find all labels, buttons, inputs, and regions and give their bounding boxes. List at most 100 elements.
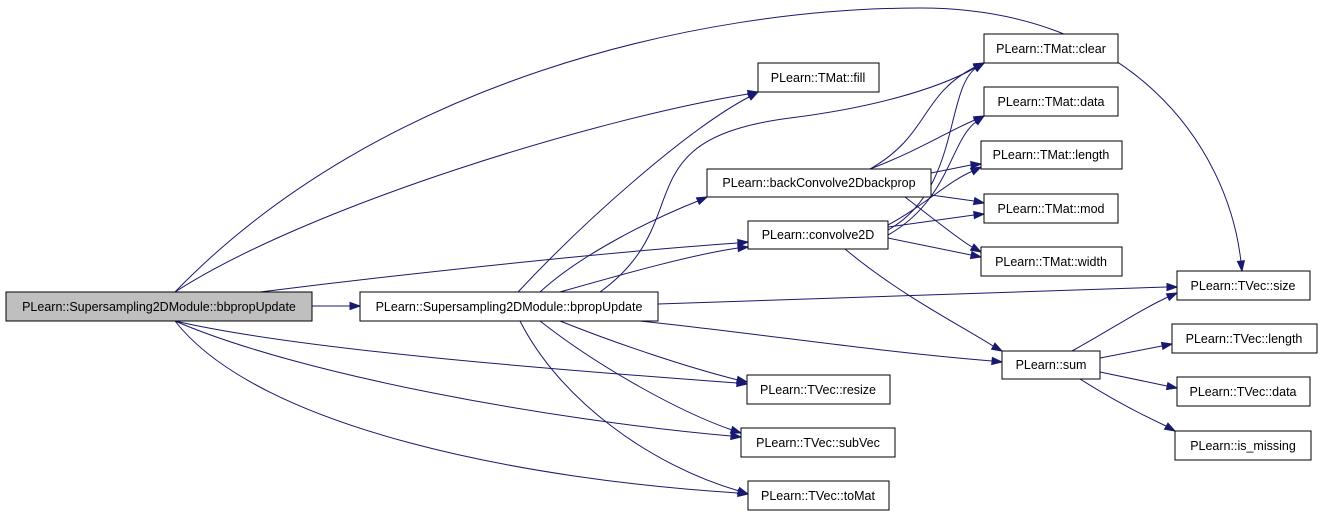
edge-line [887,170,974,226]
edge-line [174,320,738,384]
edge-line [174,7,1242,293]
edge-line [174,320,732,437]
node-tmat-length-label: PLearn::TMat::length [993,148,1110,162]
arrowhead-icon [1166,282,1179,292]
edge-bprop-to-fill [517,91,760,293]
edge-bprop-to-tomat [519,320,750,495]
arrowhead-icon [736,486,750,495]
edge-sum-to-vdata [1099,371,1179,391]
edge-line [539,320,733,431]
node-bpropupdate-label: PLearn::Supersampling2DModule::bpropUpda… [376,300,643,314]
edge-conv-to-mod [887,210,986,228]
edge-bprop-to-subvec [539,320,743,434]
node-sum[interactable]: PLearn::sum [1001,350,1101,380]
node-tmat-mod[interactable]: PLearn::TMat::mod [983,193,1119,224]
node-tmat-data[interactable]: PLearn::TMat::data [983,86,1119,117]
arrowhead-icon [991,356,1004,366]
edge-conv-to-mdata [887,115,986,236]
arrowhead-icon [746,91,760,101]
arrowhead-icon [1165,292,1179,302]
arrowhead-icon [969,243,983,253]
node-tvec-subvec-label: PLearn::TVec::subVec [756,436,880,450]
edge-root-to-bprop [312,301,362,311]
edge-back-to-width [904,196,983,253]
node-tmat-data-label: PLearn::TMat::data [997,95,1104,109]
edge-root-to-resize [174,320,749,388]
node-tmat-clear[interactable]: PLearn::TMat::clear [983,33,1119,64]
edge-line [259,242,739,293]
node-backconvolve2dbackprop[interactable]: PLearn::backConvolve2Dbackprop [706,168,932,198]
edge-line [869,66,976,170]
edge-back-to-mdata [869,115,986,170]
edge-bprop-to-size [657,282,1179,305]
edge-line [887,214,975,228]
edge-bprop-to-conv [559,243,750,293]
arrowhead-icon [735,375,749,384]
node-tvec-data-label: PLearn::TVec::data [1189,385,1296,399]
edge-root-to-size [174,7,1246,293]
arrowhead-icon [1165,381,1179,391]
node-tvec-data[interactable]: PLearn::TVec::data [1176,376,1311,407]
arrowhead-icon [990,342,1004,352]
edge-bprop-to-sum [639,320,1004,366]
node-tmat-fill-label: PLearn::TMat::fill [771,71,865,85]
edge-line [639,320,993,362]
edge-line [904,196,973,248]
edge-line [887,120,978,236]
edge-conv-to-sum [844,248,1004,352]
edge-line [1099,371,1168,387]
node-root-bbpropupdate-label: PLearn::Supersampling2DModule::bbpropUpd… [22,300,296,314]
edge-line [599,67,976,293]
edge-line [174,320,739,494]
arrowhead-icon [349,301,362,311]
edge-sum-to-ismissing [1079,378,1177,432]
node-is-missing[interactable]: PLearn::is_missing [1174,430,1312,461]
node-tvec-resize[interactable]: PLearn::TVec::resize [746,374,891,405]
edge-line [559,247,739,293]
edge-conv-to-width [887,237,983,260]
node-convolve2d[interactable]: PLearn::convolve2D [747,220,889,250]
arrowhead-icon [969,250,983,260]
node-sum-label: PLearn::sum [1016,358,1087,372]
node-tvec-tomat[interactable]: PLearn::TVec::toMat [747,480,890,511]
edge-root-to-tomat [174,320,750,498]
edge-sum-to-size [1071,292,1179,352]
edge-line [519,320,740,492]
arrowhead-icon [1160,341,1174,351]
node-convolve2d-label: PLearn::convolve2D [762,228,875,242]
arrowhead-icon [729,425,743,434]
edge-conv-to-clear [887,62,986,231]
edge-line [887,237,972,256]
edge-bprop-to-back [539,196,709,293]
node-tvec-size-label: PLearn::TVec::size [1191,279,1296,293]
arrowhead-icon [972,196,986,206]
edge-line [539,200,699,293]
node-tmat-mod-label: PLearn::TMat::mod [998,202,1105,216]
edge-line [174,93,749,293]
edge-bprop-to-resize [559,320,749,384]
node-tvec-size[interactable]: PLearn::TVec::size [1176,270,1311,301]
node-tmat-width[interactable]: PLearn::TMat::width [980,246,1123,277]
arrowhead-icon [973,210,986,220]
node-is-missing-label: PLearn::is_missing [1190,439,1296,453]
node-tmat-fill[interactable]: PLearn::TMat::fill [757,62,880,93]
node-bpropupdate[interactable]: PLearn::Supersampling2DModule::bpropUpda… [359,291,659,322]
arrowhead-icon [973,115,986,126]
node-root-bbpropupdate[interactable]: PLearn::Supersampling2DModule::bbpropUpd… [5,291,313,322]
edge-back-to-mod [930,194,986,206]
arrowhead-icon [969,166,983,176]
node-tvec-length[interactable]: PLearn::TVec::length [1171,323,1318,354]
arrowhead-icon [695,196,709,206]
arrowhead-icon [1236,260,1246,273]
node-tmat-width-label: PLearn::TMat::width [995,255,1107,269]
edge-line [1071,296,1169,352]
edge-line [1099,345,1163,359]
arrowhead-icon [970,160,983,170]
node-tmat-length[interactable]: PLearn::TMat::length [980,140,1123,170]
edge-line [844,248,994,347]
node-tvec-subvec[interactable]: PLearn::TVec::subVec [740,427,896,458]
arrowhead-icon [972,62,986,73]
edge-line [930,194,975,202]
node-tvec-tomat-label: PLearn::TVec::toMat [761,489,875,503]
